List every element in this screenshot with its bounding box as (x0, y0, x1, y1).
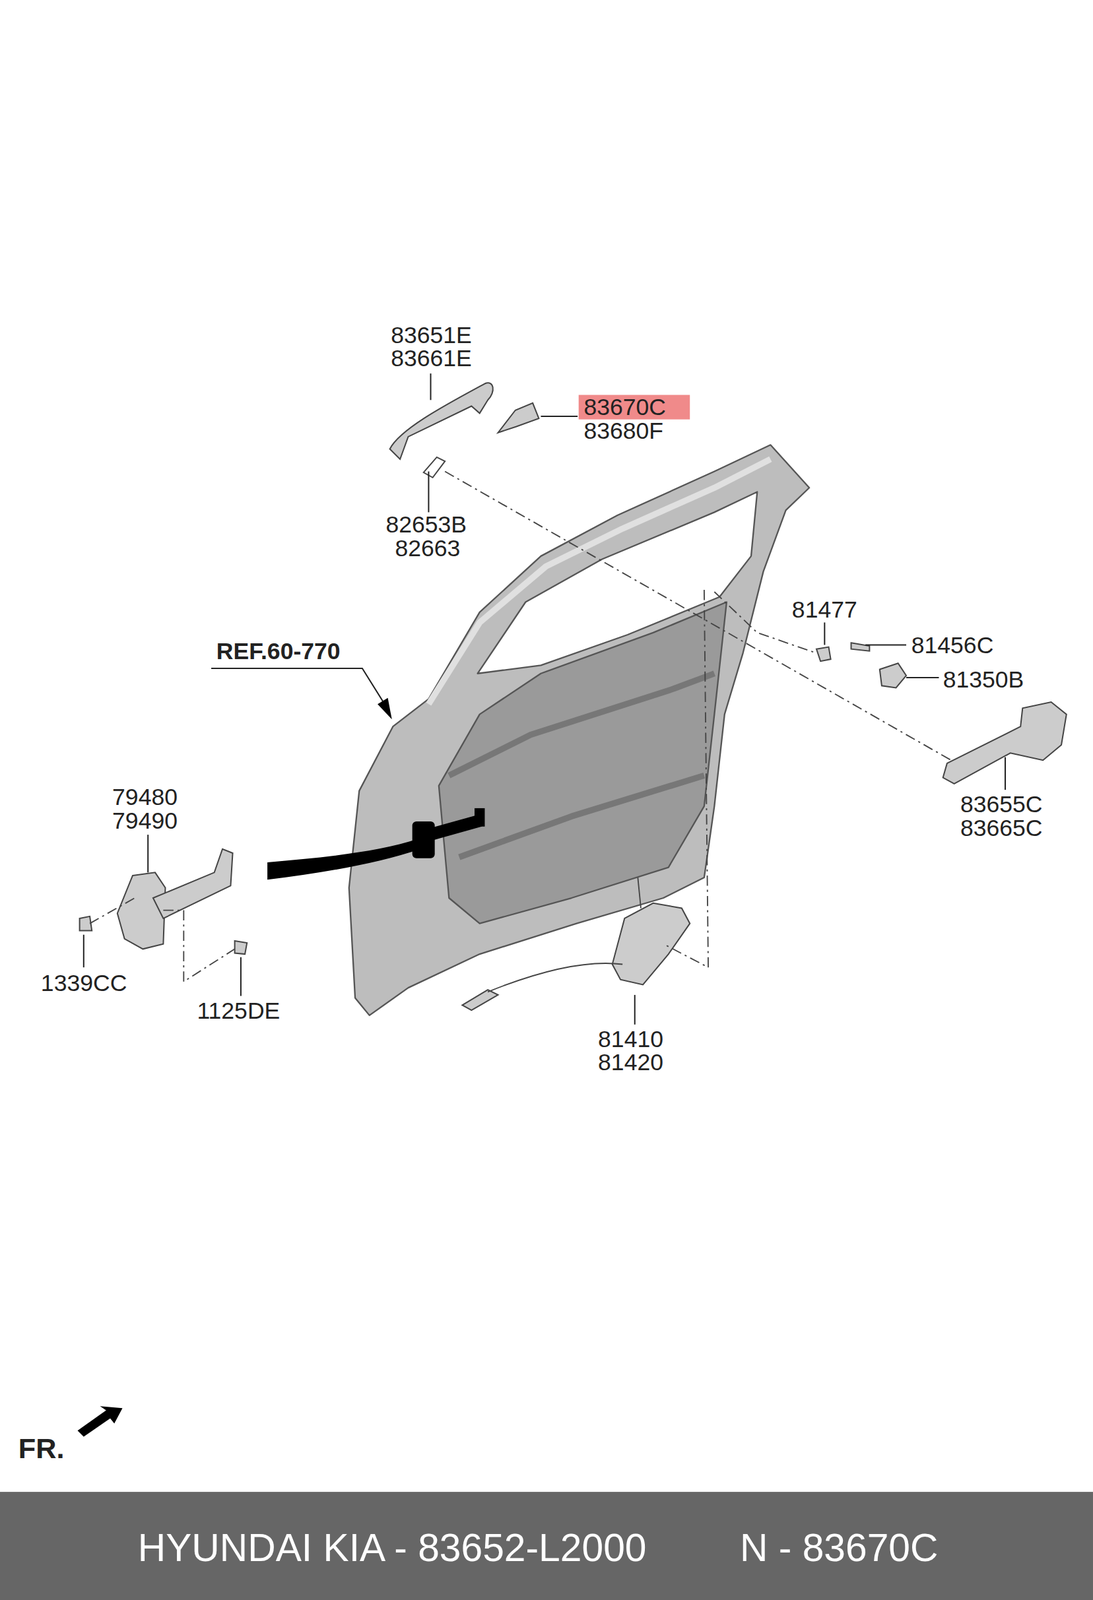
direction-label: FR. (18, 1432, 65, 1466)
callout-number: 1339CC (40, 970, 127, 996)
callout-number: 83680F (583, 418, 664, 443)
callout-number: 81420 (597, 1050, 664, 1075)
door-panel (349, 444, 810, 1016)
callout-number: 82653B (385, 512, 467, 537)
callout-number: 79480 (112, 784, 178, 810)
callout-number: 81350B (943, 667, 1025, 692)
callout-number: 83670C (583, 395, 685, 420)
callout-number: 83665C (960, 815, 1043, 841)
callout-number: 82663 (394, 535, 461, 561)
front-arrow (77, 1406, 123, 1437)
callout-number: 1125DE (196, 998, 280, 1024)
reference-label: REF.60-770 (216, 638, 341, 664)
callout-number: 83655C (960, 792, 1043, 817)
part-shapes (79, 382, 1067, 1011)
highlight-box: 83670C (578, 395, 691, 420)
callout-number: 81410 (597, 1026, 664, 1052)
callout-number: 83661E (390, 345, 472, 371)
leader-lines (83, 373, 1006, 1026)
callout-number: 83651E (390, 322, 472, 348)
callout-number: 79490 (112, 808, 178, 833)
callout-number: 81456C (911, 632, 994, 658)
footer-text: N - 83670C (739, 1527, 938, 1571)
door-check (267, 808, 485, 880)
wires (487, 877, 641, 993)
footer-text: HYUNDAI KIA - 83652-L2000 (137, 1527, 647, 1571)
ref-arrow (377, 698, 393, 720)
callout-number: 81477 (792, 597, 858, 622)
dashed-guides (89, 471, 952, 983)
